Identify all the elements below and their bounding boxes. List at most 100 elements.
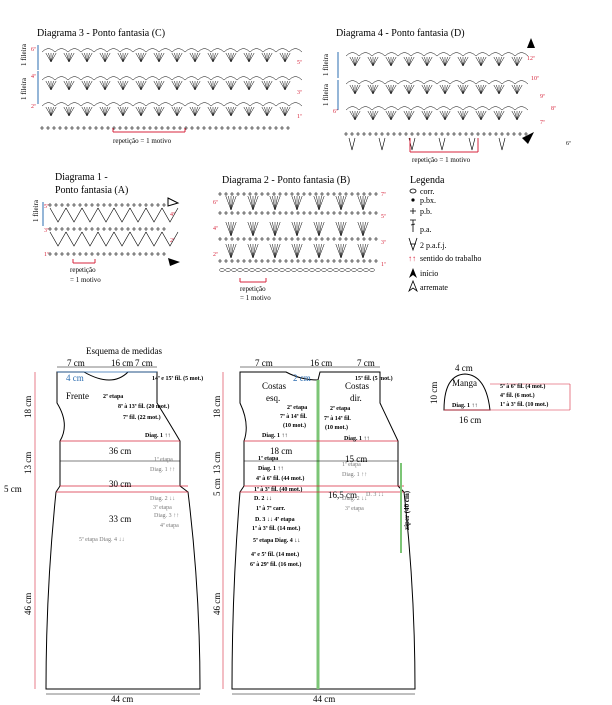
back-left-label-2: esq. [266,393,280,403]
d1-repeat-2: = 1 motivo [70,276,101,284]
chain-stitch [321,268,327,272]
legend: Legenda corr. p.bx. p.b. p.a. 2 p.a.f.j.… [408,175,481,293]
d2-repeat-1: repetição [240,285,266,293]
chain-stitch [339,268,345,272]
front-panel: 7 cm 16 cm 7 cm 4 cm Frente 18 cm 13 cm … [4,358,203,704]
chain-stitch [225,268,231,272]
back-dim-top-left: 7 cm [255,358,273,368]
start-arrow-icon [409,268,417,278]
diagram-4-title: Diagrama 4 - Ponto fantasia (D) [336,28,465,39]
back-left-label-1: Costas [262,381,287,391]
d1-row-3: 3ª [44,228,49,234]
chain-symbol-icon [409,188,417,194]
d3-row-6: 6ª [31,47,36,53]
legend-item-pafj: 2 p.a.f.j. [420,241,446,250]
fan-row [45,106,291,117]
front-note-11: 5ª etapa Diag. 4 ↓↓ [79,537,124,543]
diagram-2: Diagrama 2 - Ponto fantasia (B) 6ª 4ª 2ª… [213,175,386,302]
finish-arrow-icon [408,279,418,293]
arch-row [41,76,303,81]
legend-item-finish: arremate [420,283,448,292]
chain-stitch [279,268,285,272]
front-note-0: 14ª e 15ª fil. (5 mot.) [152,375,203,382]
d3-side-label-1: 1 fileira [20,43,28,66]
chain-stitch [327,268,333,272]
d4-side-label-2: 1 fileira [322,83,330,106]
diagram-1-title-1: Diagrama 1 - [55,172,108,183]
sc-row [218,211,378,215]
d2-row-4: 4ª [213,226,218,232]
front-dim-top-mid: 16 cm [111,358,133,368]
chain-stitch [249,268,255,272]
chain-stitch [273,268,279,272]
fan-row [349,110,523,121]
sc-row [344,132,528,136]
sc-row [218,237,378,241]
front-label: Frente [66,391,89,401]
chain-stitch [351,268,357,272]
fan-row [225,221,369,237]
back-left-note-12: 5ª etapa Diag. 4 ↓↓ [253,538,300,544]
d3-row-1: 1ª [297,114,302,120]
fan-row [225,243,369,259]
front-note-5: 1ª etapa [154,457,173,463]
diagram-1-title-2: Ponto fantasia (A) [55,185,128,196]
d2-row-3: 3ª [381,240,386,246]
slip-stitch-symbol-icon [411,198,415,202]
back-neck: 2 cm [293,373,311,383]
d4-row-9: 9ª [540,94,545,100]
d4-row-10: 10ª [531,76,539,82]
d3-side-label-2: 1 fileira [20,77,28,100]
chain-stitch [219,268,225,272]
diagram-2-title: Diagrama 2 - Ponto fantasia (B) [222,175,350,186]
front-note-6: Diag. 1 ↑↑ [150,467,175,473]
d2-row-7: 7ª [381,192,386,198]
front-dim-top-left: 7 cm [67,358,85,368]
d1-repeat-1: repetição [70,266,96,274]
d3-stitch-chart [40,48,303,130]
double-crochet-symbol-icon [410,219,416,232]
legend-item-corr: corr. [420,187,434,196]
sleeve-panel: 4 cm Manga 10 cm 16 cm 5ª à 6ª fil. (4 m… [429,363,571,425]
dc-group [498,137,506,151]
d4-row-12: 12ª [527,56,535,62]
chain-stitch [291,268,297,272]
diagram-1: Diagrama 1 - Ponto fantasia (A) 1 fileir… [32,172,180,284]
back-right-note-5: 1ª etapa [342,462,361,468]
sleeve-dim-side: 10 cm [429,382,439,404]
sleeve-dim-top: 4 cm [455,363,473,373]
d1-side-label: 1 fileira [32,199,40,222]
legend-item-direction: sentido do trabalho [420,254,481,263]
fan-row [349,84,523,95]
back-dim-46: 46 cm [212,593,222,615]
back-panel: zíper (40 cm) 7 cm 16 cm 7 cm 2 cm Costa… [212,358,416,704]
dc-group [378,137,386,151]
back-right-note-9: D. 3 ↓↓ [366,492,384,498]
arch-row [345,80,529,85]
dc-group [348,137,356,151]
chain-stitch [237,268,243,272]
back-right-note-4: Diag. 1 ↑↑ [344,436,370,442]
front-note-4: Diag. 1 ↑↑ [145,433,171,439]
chain-stitch [333,268,339,272]
legend-item-pa: p.a. [420,225,432,234]
back-dim-top-mid: 16 cm [310,358,332,368]
dc2tog-symbol-icon [408,237,418,252]
chain-stitch [297,268,303,272]
d4-side-label-1: 1 fileira [322,53,330,76]
sleeve-note-2: 1ª à 3ª fil. (10 mot.) [500,401,548,408]
sc-row [48,252,166,256]
d2-row-6: 6ª [213,200,218,206]
back-right-note-8: 3ª etapa [345,506,364,512]
d1-stitch-chart [48,203,179,256]
front-dim-top-right: 7 cm [135,358,153,368]
back-left-note-14: 6ª à 29ª fil. (16 mot.) [250,561,301,568]
back-left-note-8: D. 2 ↓↓ [254,496,272,502]
back-right-note-6: Diag. 1 ↑↑ [342,472,367,478]
front-dim-bottom: 44 cm [111,694,133,704]
front-note-9: Diag. 3 ↑↑ [154,513,179,519]
back-width-15: 15 cm [345,454,367,464]
d3-repeat-label: repetição = 1 motivo [113,137,172,145]
v-row [49,207,179,223]
